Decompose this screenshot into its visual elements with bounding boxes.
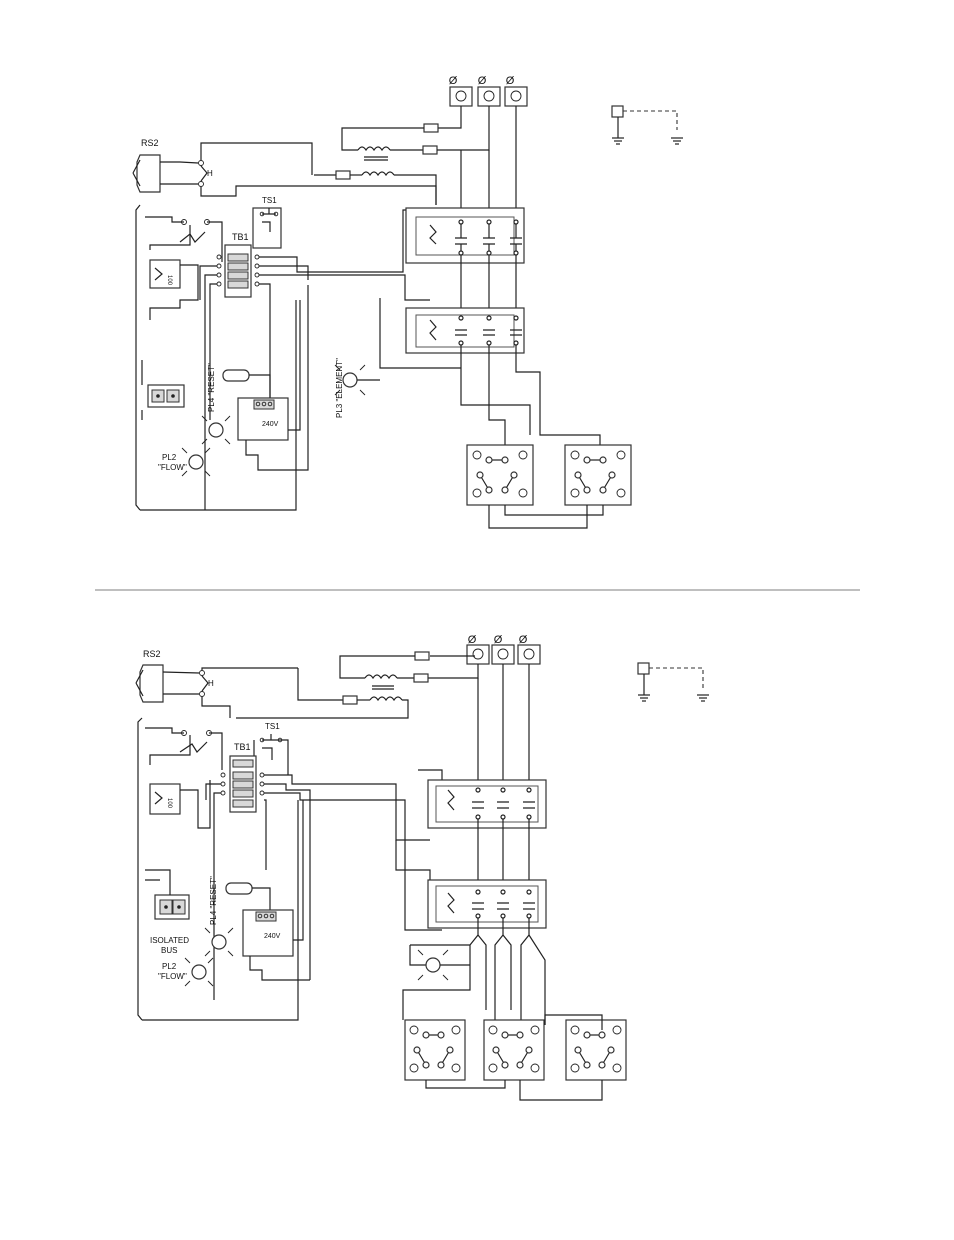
top-phase-label-2: Ø <box>478 75 487 87</box>
bottom-isolated-bus: ISOLATED BUS <box>145 870 189 955</box>
bottom-pl2-flow-lamp: PL2 "FLOW" <box>158 958 213 986</box>
top-relay: 100 <box>150 260 198 320</box>
bottom-isolated-bus-line1: ISOLATED <box>150 936 189 945</box>
top-tb1-terminal-block: TB1 <box>200 210 436 510</box>
top-ts1-switch: TS1 <box>253 196 281 248</box>
bottom-rs2-label: RS2 <box>143 649 161 659</box>
top-phase-label-3: Ø <box>506 75 515 87</box>
top-fuse-transformer <box>314 106 516 215</box>
top-ts1-label: TS1 <box>262 196 277 205</box>
top-pl2-flow-lamp: PL2 "FLOW" <box>158 448 210 476</box>
bottom-element-plate-2 <box>484 1020 544 1080</box>
bottom-ts1-label: TS1 <box>265 722 280 731</box>
bottom-ts1-switch: TS1 <box>254 722 288 775</box>
top-pl3-element-lamp: PL3 "ELEMENT" <box>335 358 380 418</box>
top-rs2-label: RS2 <box>141 138 159 148</box>
bottom-flow-switch <box>145 728 222 770</box>
bottom-fuse-transformer <box>236 652 529 780</box>
bottom-element-plate-1 <box>405 1020 465 1080</box>
bottom-ground-symbol <box>638 663 709 701</box>
top-tb1-label: TB1 <box>232 232 249 242</box>
top-240v-module: 240V <box>223 285 308 470</box>
top-fuse-3 <box>336 171 350 179</box>
top-phase-terminal-1 <box>450 87 472 106</box>
top-phase-terminal-3 <box>505 87 527 106</box>
bottom-contactor-1 <box>428 780 546 885</box>
top-wiring-diagram: Ø Ø Ø <box>133 75 683 528</box>
bottom-phase-label-2: Ø <box>494 634 503 646</box>
top-phase-terminals: Ø Ø Ø <box>449 75 527 106</box>
svg-text:100: 100 <box>166 798 172 809</box>
top-transformer-coil-2 <box>362 172 394 175</box>
bottom-tb1-label: TB1 <box>234 742 251 752</box>
svg-text:100: 100 <box>166 275 172 286</box>
top-element-plate-1 <box>467 445 533 505</box>
bottom-rs2-switch: RS2 H <box>136 649 298 718</box>
top-240v-label: 240V <box>262 421 279 428</box>
top-flow-switch <box>145 217 222 262</box>
bottom-pl2-label-line1: PL2 <box>162 962 177 971</box>
top-phase-terminal-2 <box>478 87 500 106</box>
top-fuse-2 <box>423 146 437 154</box>
top-terminal-block-left <box>142 360 184 420</box>
top-contactor-1 <box>406 208 524 315</box>
bottom-h-label: H <box>208 679 214 688</box>
bottom-contactor-2 <box>403 880 546 1025</box>
bottom-isolated-bus-line2: BUS <box>161 946 177 955</box>
bottom-240v-label: 240V <box>264 933 281 940</box>
top-h-label: H <box>207 169 213 178</box>
bottom-phase-terminals: Ø Ø Ø <box>467 634 540 664</box>
bottom-relay: 100 <box>150 780 210 828</box>
bottom-tb1-terminal-block: TB1 <box>206 742 442 1000</box>
top-transformer-coil-1 <box>358 147 390 150</box>
top-element-plate-2 <box>565 445 631 505</box>
top-fuse-1 <box>424 124 438 132</box>
bottom-element-lamp <box>410 945 470 980</box>
bottom-phase-label-1: Ø <box>468 634 477 646</box>
top-pl3-label: PL3 "ELEMENT" <box>335 358 344 418</box>
top-ground-symbol <box>612 106 683 144</box>
bottom-pl2-label-line2: "FLOW" <box>158 972 187 981</box>
bottom-pl4-label: PL4 "RESET" <box>209 876 218 925</box>
top-pl2-label-line2: "FLOW" <box>158 463 187 472</box>
bottom-element-plate-3 <box>566 1020 626 1080</box>
top-pl4-label: PL4 "RESET" <box>207 363 216 412</box>
top-phase-label-1: Ø <box>449 75 458 87</box>
bottom-phase-label-3: Ø <box>519 634 528 646</box>
top-pl2-label-line1: PL2 <box>162 453 177 462</box>
bottom-wiring-diagram: Ø Ø Ø <box>136 634 709 1100</box>
